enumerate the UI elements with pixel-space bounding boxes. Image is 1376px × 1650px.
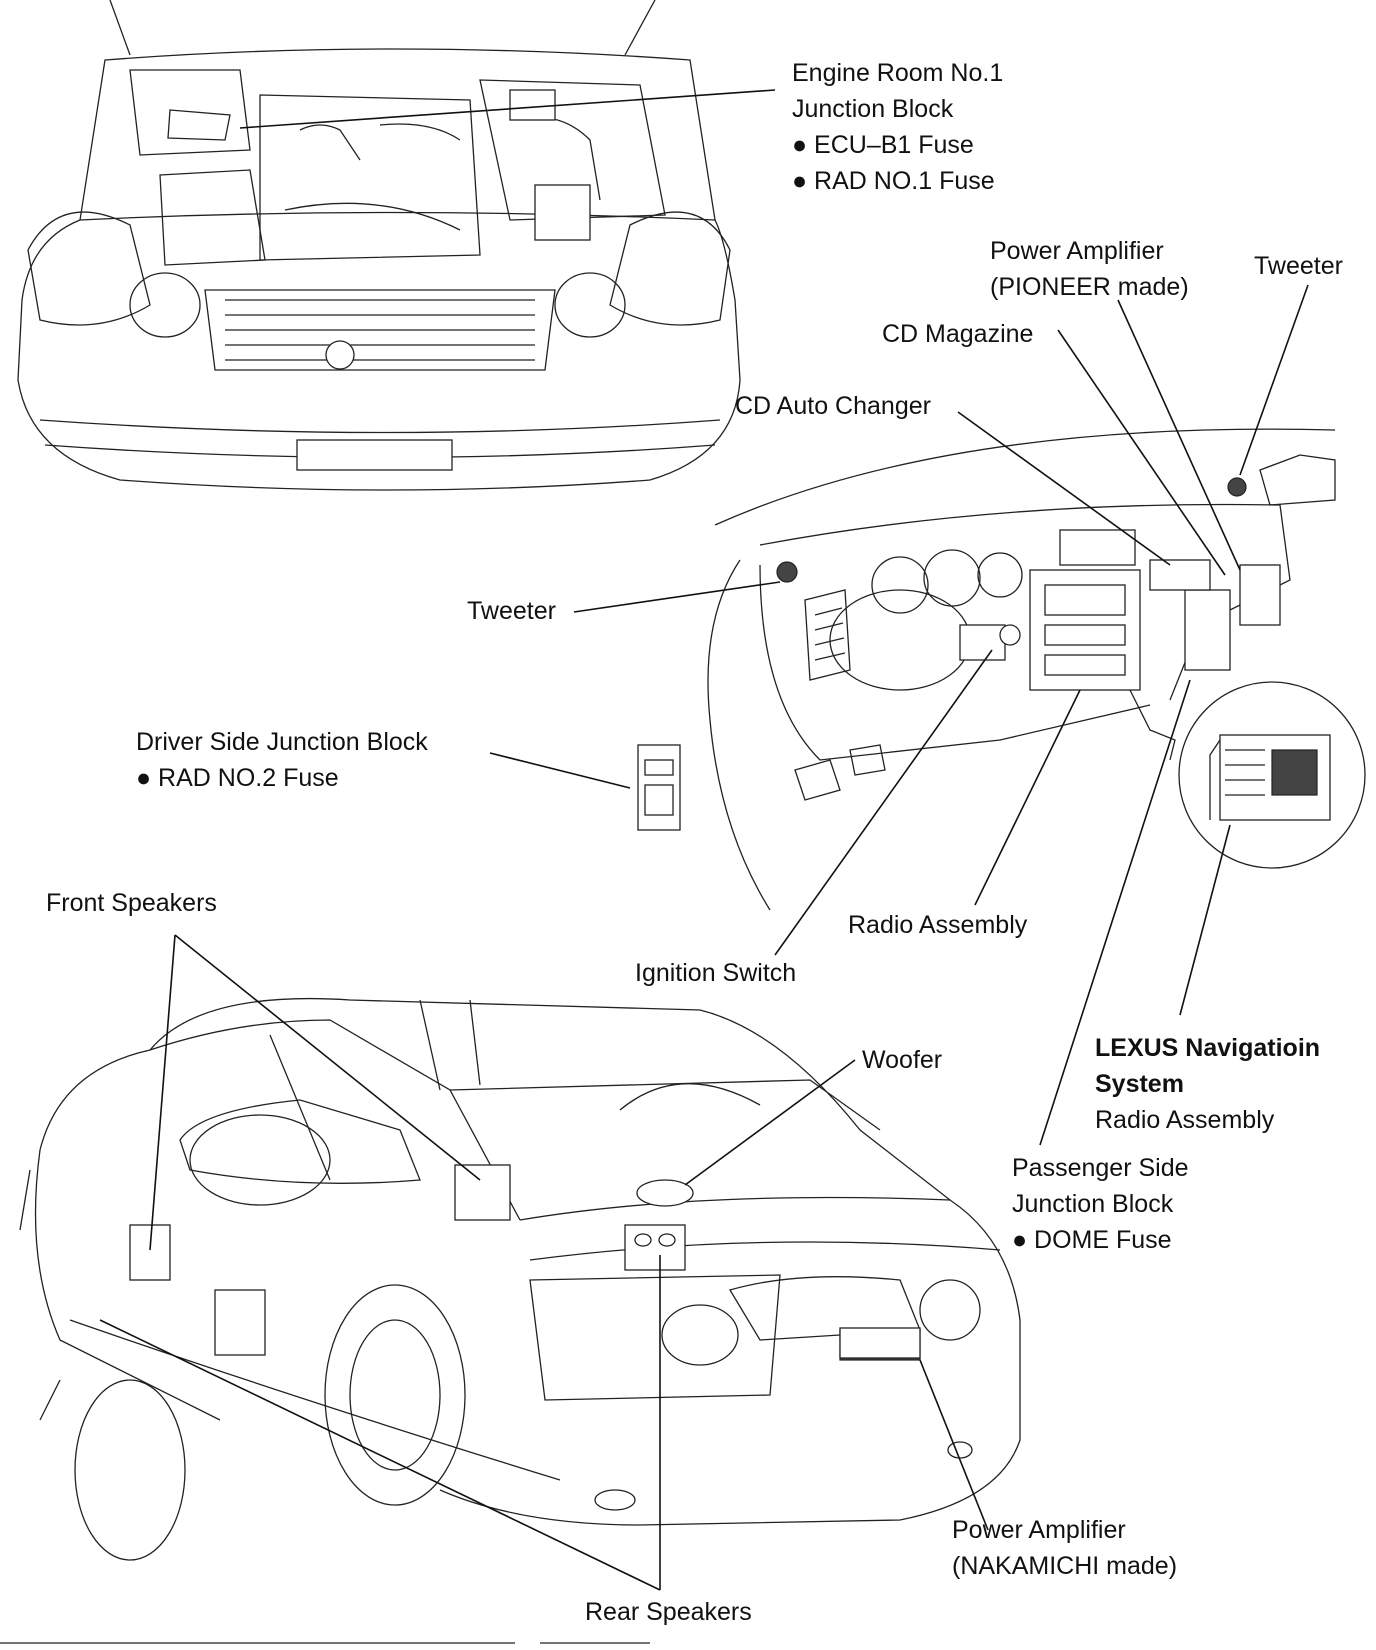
label-line: Driver Side Junction Block xyxy=(136,728,428,756)
label-line: Radio Assembly xyxy=(1095,1106,1275,1134)
label-front-speakers: Front Speakers xyxy=(46,885,217,921)
label-line: Power Amplifier xyxy=(990,237,1164,265)
label-line: Ignition Switch xyxy=(635,959,797,987)
label-radio-assembly: Radio Assembly xyxy=(848,907,1027,943)
label-tweeter-right: Tweeter xyxy=(1254,248,1343,284)
label-rear-speakers: Rear Speakers xyxy=(585,1594,752,1630)
label-power-amplifier-pioneer: Power Amplifier (PIONEER made) xyxy=(990,233,1189,305)
label-line: Radio Assembly xyxy=(848,911,1028,939)
label-power-amplifier-nakamichi: Power Amplifier (NAKAMICHI made) xyxy=(952,1512,1177,1584)
label-line: Power Amplifier xyxy=(952,1516,1126,1544)
label-line: Tweeter xyxy=(1254,252,1343,280)
label-engine-room-junction-block: Engine Room No.1 Junction Block ● ECU–B1… xyxy=(792,55,1003,199)
car-front-engine-bay-illustration xyxy=(17,0,741,491)
label-passenger-side-junction-block: Passenger Side Junction Block ● DOME Fus… xyxy=(1012,1150,1189,1258)
label-line: Passenger Side xyxy=(1012,1154,1189,1182)
label-line: Tweeter xyxy=(467,597,556,625)
label-ignition-switch: Ignition Switch xyxy=(635,955,796,991)
label-line: System xyxy=(1095,1070,1184,1098)
label-tweeter-left: Tweeter xyxy=(467,593,556,629)
label-line: Junction Block xyxy=(1012,1190,1174,1218)
label-driver-side-junction-block: Driver Side Junction Block ● RAD NO.2 Fu… xyxy=(136,724,428,796)
label-line: Engine Room No.1 xyxy=(792,59,1004,87)
label-line: ● ECU–B1 Fuse xyxy=(792,131,974,159)
leader-lines xyxy=(99,89,1309,1591)
label-line: Front Speakers xyxy=(46,889,217,917)
label-line: (NAKAMICHI made) xyxy=(952,1552,1178,1580)
label-lexus-navigation-system: LEXUS Navigatioin System Radio Assembly xyxy=(1095,1030,1320,1138)
dashboard-interior-illustration xyxy=(637,428,1336,911)
label-line: (PIONEER made) xyxy=(990,273,1189,301)
navigation-radio-inset xyxy=(1178,681,1366,869)
label-line: ● RAD NO.2 Fuse xyxy=(136,764,339,792)
label-cd-magazine: CD Magazine xyxy=(882,316,1033,352)
label-woofer: Woofer xyxy=(862,1042,942,1078)
sedan-rear-illustration xyxy=(19,997,1021,1561)
label-line: ● DOME Fuse xyxy=(1012,1226,1172,1254)
label-line: Woofer xyxy=(862,1046,943,1074)
label-line: CD Auto Changer xyxy=(735,392,931,420)
label-line: Rear Speakers xyxy=(585,1598,752,1626)
label-line: CD Magazine xyxy=(882,320,1034,348)
label-line: Junction Block xyxy=(792,95,954,123)
label-line: ● RAD NO.1 Fuse xyxy=(792,167,995,195)
label-line: LEXUS Navigatioin xyxy=(1095,1034,1321,1062)
label-cd-auto-changer: CD Auto Changer xyxy=(735,388,931,424)
